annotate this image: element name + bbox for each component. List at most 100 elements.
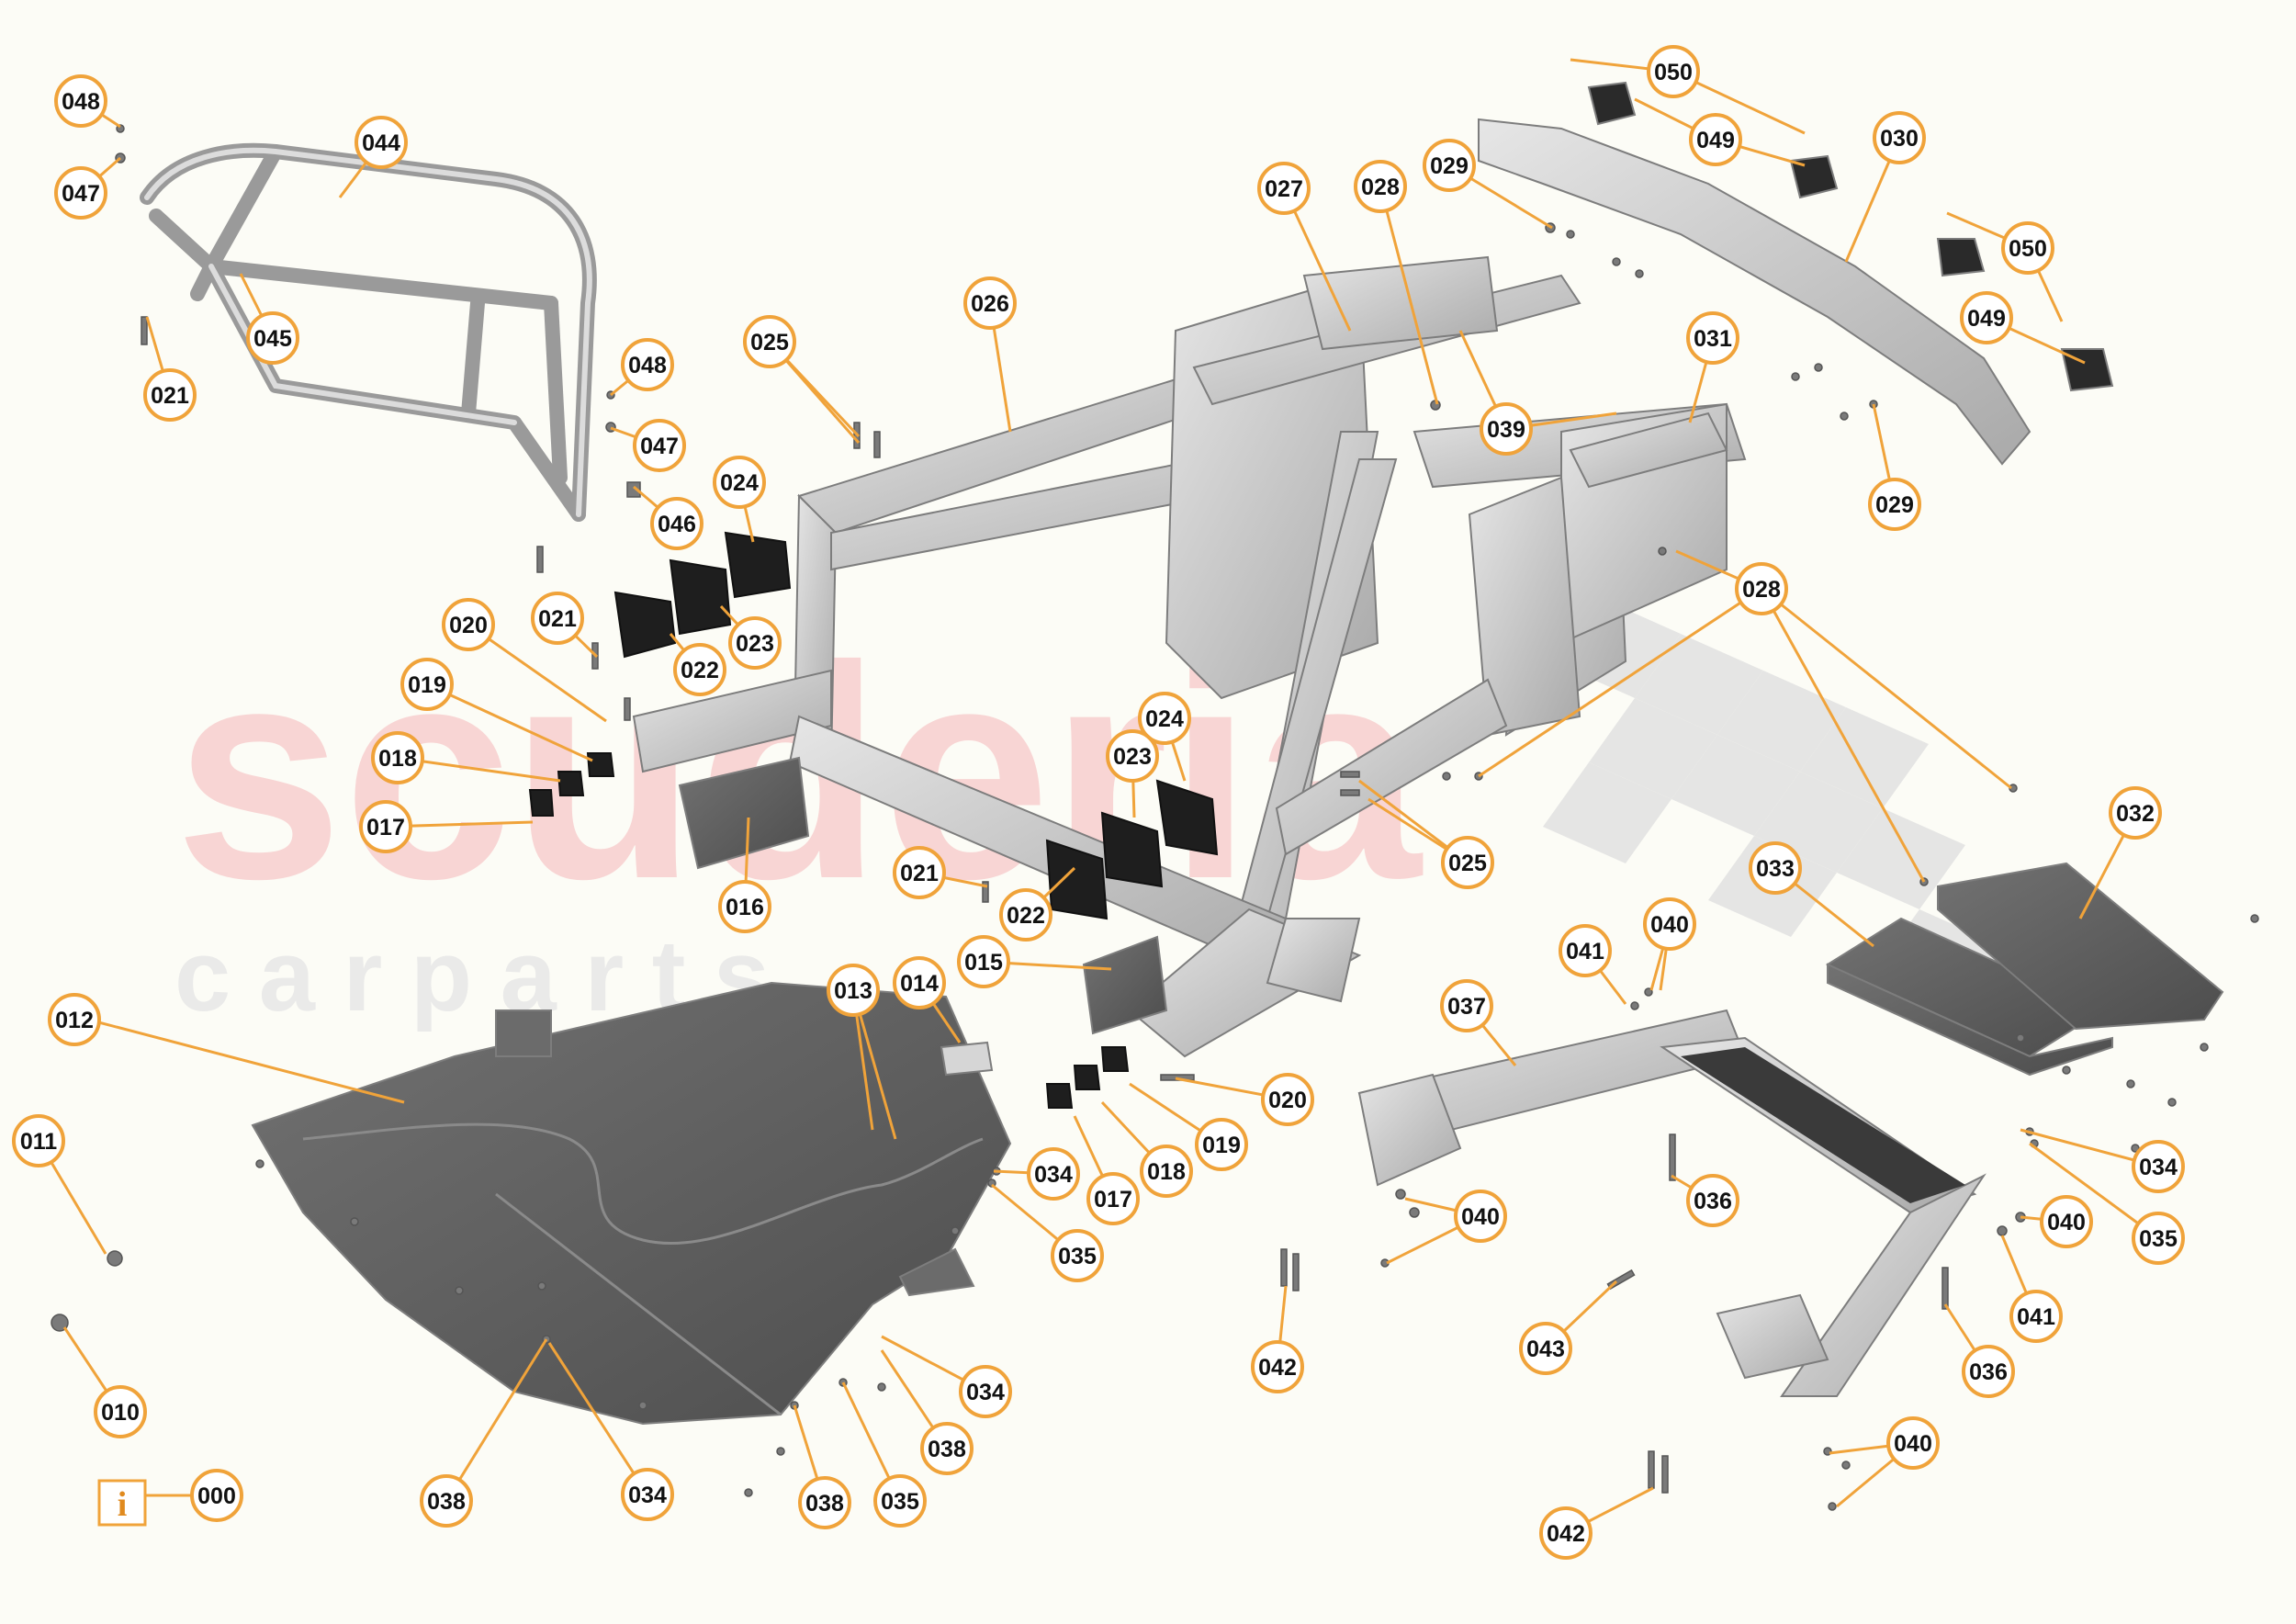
callout-023[interactable]: 023 xyxy=(728,616,782,670)
callout-circle[interactable] xyxy=(355,116,408,169)
callout-circle[interactable] xyxy=(1086,1172,1140,1225)
callout-018[interactable]: 018 xyxy=(371,731,424,784)
callout-circle[interactable] xyxy=(442,598,495,651)
callout-029[interactable]: 029 xyxy=(1868,478,1921,531)
callout-035[interactable]: 035 xyxy=(1051,1229,1104,1282)
callout-circle[interactable] xyxy=(873,1474,927,1528)
callout-037[interactable]: 037 xyxy=(1440,979,1493,1032)
callout-circle[interactable] xyxy=(359,800,412,853)
callout-031[interactable]: 031 xyxy=(1686,311,1739,365)
callout-circle[interactable] xyxy=(621,1468,674,1521)
callout-circle[interactable] xyxy=(1480,402,1533,456)
callout-circle[interactable] xyxy=(371,731,424,784)
callout-circle[interactable] xyxy=(1441,836,1494,889)
callout-circle[interactable] xyxy=(420,1474,473,1528)
callout-circle[interactable] xyxy=(673,643,726,696)
callout-circle[interactable] xyxy=(94,1385,147,1438)
callout-circle[interactable] xyxy=(400,658,454,711)
callout-034[interactable]: 034 xyxy=(621,1468,674,1521)
callout-circle[interactable] xyxy=(1559,924,1612,977)
callout-049[interactable]: 049 xyxy=(1689,113,1742,166)
callout-circle[interactable] xyxy=(1106,729,1159,783)
callout-048[interactable]: 048 xyxy=(621,338,674,391)
callout-circle[interactable] xyxy=(1686,311,1739,365)
callout-022[interactable]: 022 xyxy=(999,888,1052,942)
callout-049[interactable]: 049 xyxy=(1960,291,2013,344)
callout-017[interactable]: 017 xyxy=(1086,1172,1140,1225)
callout-036[interactable]: 036 xyxy=(1686,1174,1739,1227)
callout-circle[interactable] xyxy=(728,616,782,670)
callout-040[interactable]: 040 xyxy=(1886,1416,1940,1470)
callout-circle[interactable] xyxy=(2132,1212,2185,1265)
callout-circle[interactable] xyxy=(1689,113,1742,166)
callout-circle[interactable] xyxy=(1140,1145,1193,1198)
callout-028[interactable]: 028 xyxy=(1354,160,1407,213)
callout-circle[interactable] xyxy=(1735,562,1788,615)
callout-circle[interactable] xyxy=(1647,45,1700,98)
callout-circle[interactable] xyxy=(190,1469,243,1522)
callout-024[interactable]: 024 xyxy=(1138,692,1191,745)
callout-circle[interactable] xyxy=(957,935,1010,988)
callout-023[interactable]: 023 xyxy=(1106,729,1159,783)
callout-033[interactable]: 033 xyxy=(1749,841,1802,895)
callout-circle[interactable] xyxy=(1868,478,1921,531)
callout-016[interactable]: 016 xyxy=(718,880,771,933)
callout-circle[interactable] xyxy=(1195,1118,1248,1171)
callout-circle[interactable] xyxy=(718,880,771,933)
callout-021[interactable]: 021 xyxy=(893,846,946,899)
callout-017[interactable]: 017 xyxy=(359,800,412,853)
callout-047[interactable]: 047 xyxy=(633,419,686,472)
callout-022[interactable]: 022 xyxy=(673,643,726,696)
callout-circle[interactable] xyxy=(1686,1174,1739,1227)
callout-circle[interactable] xyxy=(1251,1340,1304,1393)
callout-circle[interactable] xyxy=(893,956,946,1009)
callout-041[interactable]: 041 xyxy=(2009,1290,2063,1343)
callout-040[interactable]: 040 xyxy=(1454,1190,1507,1243)
callout-038[interactable]: 038 xyxy=(920,1422,974,1475)
callout-048[interactable]: 048 xyxy=(54,74,107,128)
callout-circle[interactable] xyxy=(1643,897,1696,951)
callout-012[interactable]: 012 xyxy=(48,993,101,1046)
callout-circle[interactable] xyxy=(1519,1322,1572,1375)
callout-circle[interactable] xyxy=(1886,1416,1940,1470)
callout-032[interactable]: 032 xyxy=(2109,786,2162,840)
callout-015[interactable]: 015 xyxy=(957,935,1010,988)
info-icon[interactable] xyxy=(97,1479,147,1527)
callout-013[interactable]: 013 xyxy=(827,964,880,1017)
callout-041[interactable]: 041 xyxy=(1559,924,1612,977)
callout-circle[interactable] xyxy=(12,1114,65,1167)
callout-026[interactable]: 026 xyxy=(963,276,1017,330)
callout-034[interactable]: 034 xyxy=(2132,1140,2185,1193)
callout-circle[interactable] xyxy=(999,888,1052,942)
callout-circle[interactable] xyxy=(959,1365,1012,1418)
callout-circle[interactable] xyxy=(893,846,946,899)
callout-025[interactable]: 025 xyxy=(1441,836,1494,889)
callout-039[interactable]: 039 xyxy=(1480,402,1533,456)
callout-circle[interactable] xyxy=(1051,1229,1104,1282)
callout-044[interactable]: 044 xyxy=(355,116,408,169)
callout-circle[interactable] xyxy=(1138,692,1191,745)
callout-040[interactable]: 040 xyxy=(2040,1195,2093,1248)
callout-circle[interactable] xyxy=(621,338,674,391)
callout-010[interactable]: 010 xyxy=(94,1385,147,1438)
callout-047[interactable]: 047 xyxy=(54,166,107,220)
callout-050[interactable]: 050 xyxy=(1647,45,1700,98)
callout-circle[interactable] xyxy=(713,456,766,509)
callout-036[interactable]: 036 xyxy=(1962,1345,2015,1398)
callout-circle[interactable] xyxy=(1873,111,1926,164)
callout-034[interactable]: 034 xyxy=(1027,1147,1080,1201)
callout-circle[interactable] xyxy=(2001,221,2054,275)
callout-circle[interactable] xyxy=(2109,786,2162,840)
callout-circle[interactable] xyxy=(246,311,299,365)
callout-circle[interactable] xyxy=(54,74,107,128)
callout-024[interactable]: 024 xyxy=(713,456,766,509)
callout-030[interactable]: 030 xyxy=(1873,111,1926,164)
callout-circle[interactable] xyxy=(1749,841,1802,895)
callout-029[interactable]: 029 xyxy=(1423,139,1476,192)
callout-042[interactable]: 042 xyxy=(1251,1340,1304,1393)
callout-circle[interactable] xyxy=(1423,139,1476,192)
callout-035[interactable]: 035 xyxy=(873,1474,927,1528)
callout-050[interactable]: 050 xyxy=(2001,221,2054,275)
callout-circle[interactable] xyxy=(48,993,101,1046)
callout-circle[interactable] xyxy=(1440,979,1493,1032)
